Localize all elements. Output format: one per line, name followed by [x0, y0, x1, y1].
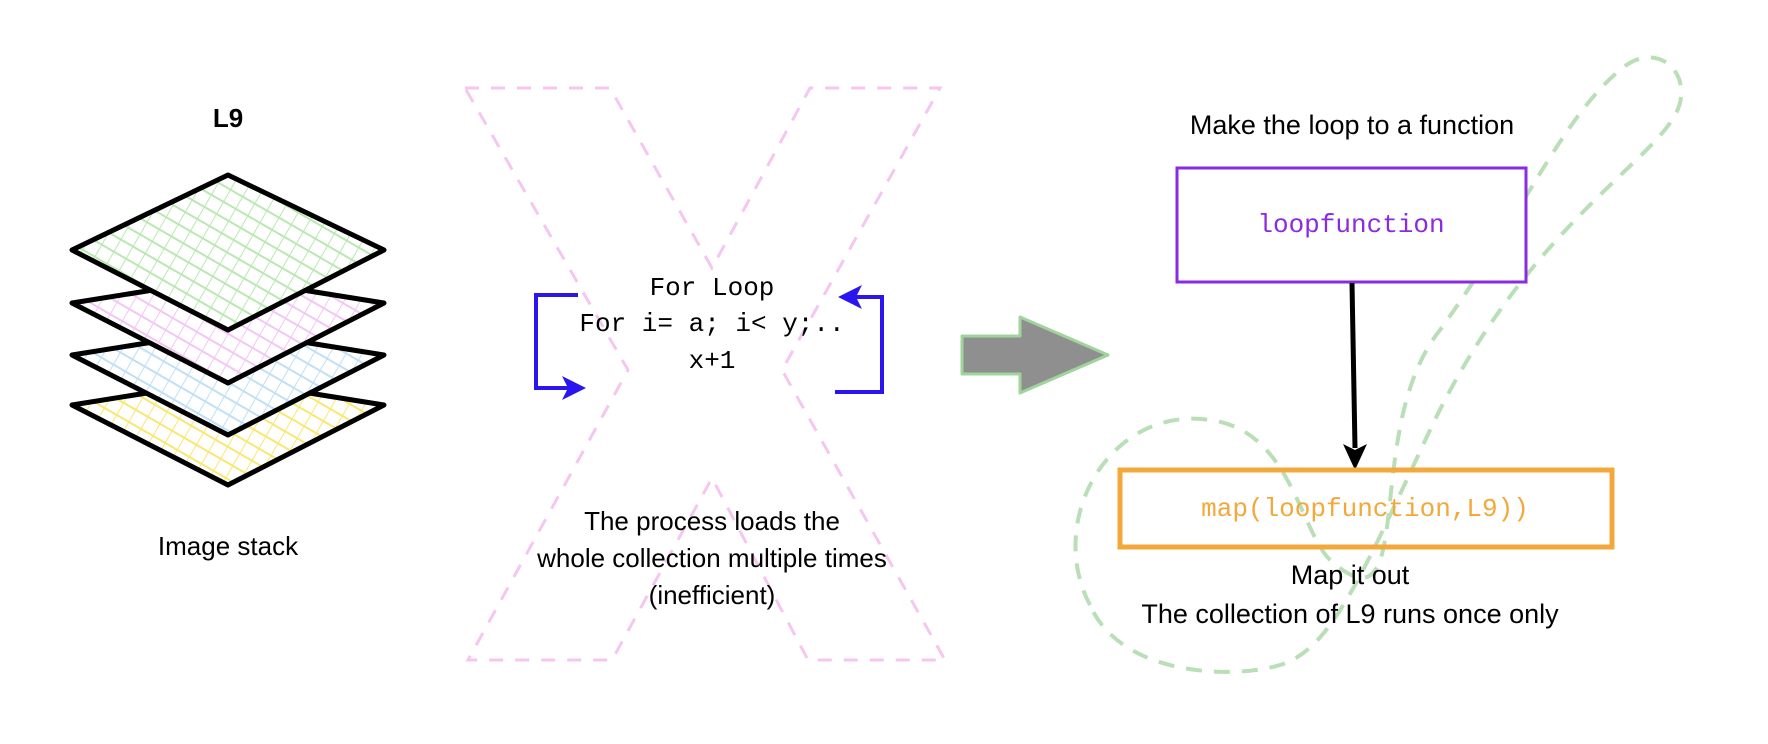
- stack-caption: Image stack: [158, 531, 299, 561]
- map-label: map(loopfunction,L9)): [1201, 494, 1529, 524]
- stack-title: L9: [213, 103, 243, 133]
- map-box: [1117, 467, 1615, 550]
- right-arrow-icon: [960, 315, 1110, 395]
- loopfunction-label: loopfunction: [1257, 210, 1444, 240]
- map-caption-line-2: The collection of L9 runs once only: [1141, 599, 1559, 629]
- loop-line-1: For Loop: [650, 273, 775, 303]
- cross-out-icon: [462, 86, 948, 662]
- function-heading: Make the loop to a function: [1190, 110, 1514, 140]
- stack-layer-top: [69, 172, 387, 333]
- loop-line-3: x+1: [689, 346, 736, 376]
- loop-line-2: For i= a; i< y;..: [579, 309, 844, 339]
- loop-right-arrow-icon: [835, 285, 884, 394]
- loopfunction-box: [1175, 166, 1528, 284]
- loop-note-line-2: whole collection multiple times: [536, 543, 887, 573]
- loop-note-line-1: The process loads the: [584, 506, 840, 536]
- loop-left-arrow-icon: [534, 293, 586, 400]
- check-mark-icon: [1073, 55, 1684, 674]
- down-arrow-icon: [1343, 282, 1367, 470]
- loop-note-line-3: (inefficient): [649, 580, 776, 610]
- map-caption-line-1: Map it out: [1291, 560, 1410, 590]
- image-stack-icon: [69, 172, 387, 488]
